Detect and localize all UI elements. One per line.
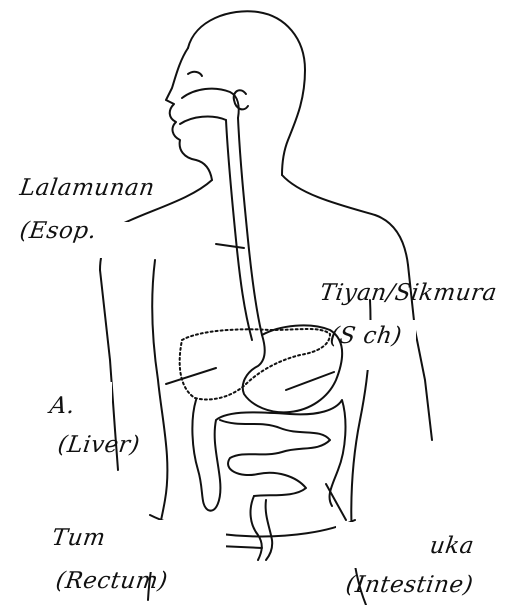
rectum-right [266,500,273,560]
small-intestine-loops [220,420,330,496]
right-shoulder [282,175,408,265]
esophagus-right [238,118,262,335]
label-stomach: (S ch) [328,323,403,349]
mask-rectum-label [118,520,226,572]
label-atay: A. [48,393,77,419]
label-bituka: uka [428,533,476,559]
label-liver: (Liver) [56,432,141,458]
label-lalamunan: Lalamunan [18,175,156,201]
label-rectum: (Rectum) [54,568,169,594]
large-intestine [192,400,345,511]
leader-tiyan [286,372,334,390]
label-esophagus: (Esop. [18,218,98,244]
leader-lalamunan [216,244,244,248]
leader-atay [166,368,216,384]
ear [234,90,248,109]
label-intestine: (Intestine) [344,572,475,598]
leader-bituka [326,484,346,520]
mask-intestine-label [336,522,428,568]
stomach-outline [243,325,342,412]
esophagus-left [226,120,252,340]
liver-outline [180,329,330,399]
nasal-passage [182,89,239,118]
mouth-cavity [180,117,226,124]
label-tumbong: Tum [50,525,107,551]
rectum [251,496,262,560]
face-profile [166,48,212,180]
mask-liver-label [78,382,112,422]
label-tiyan: Tiyan/Sikmura [318,280,498,306]
eye [188,72,202,76]
